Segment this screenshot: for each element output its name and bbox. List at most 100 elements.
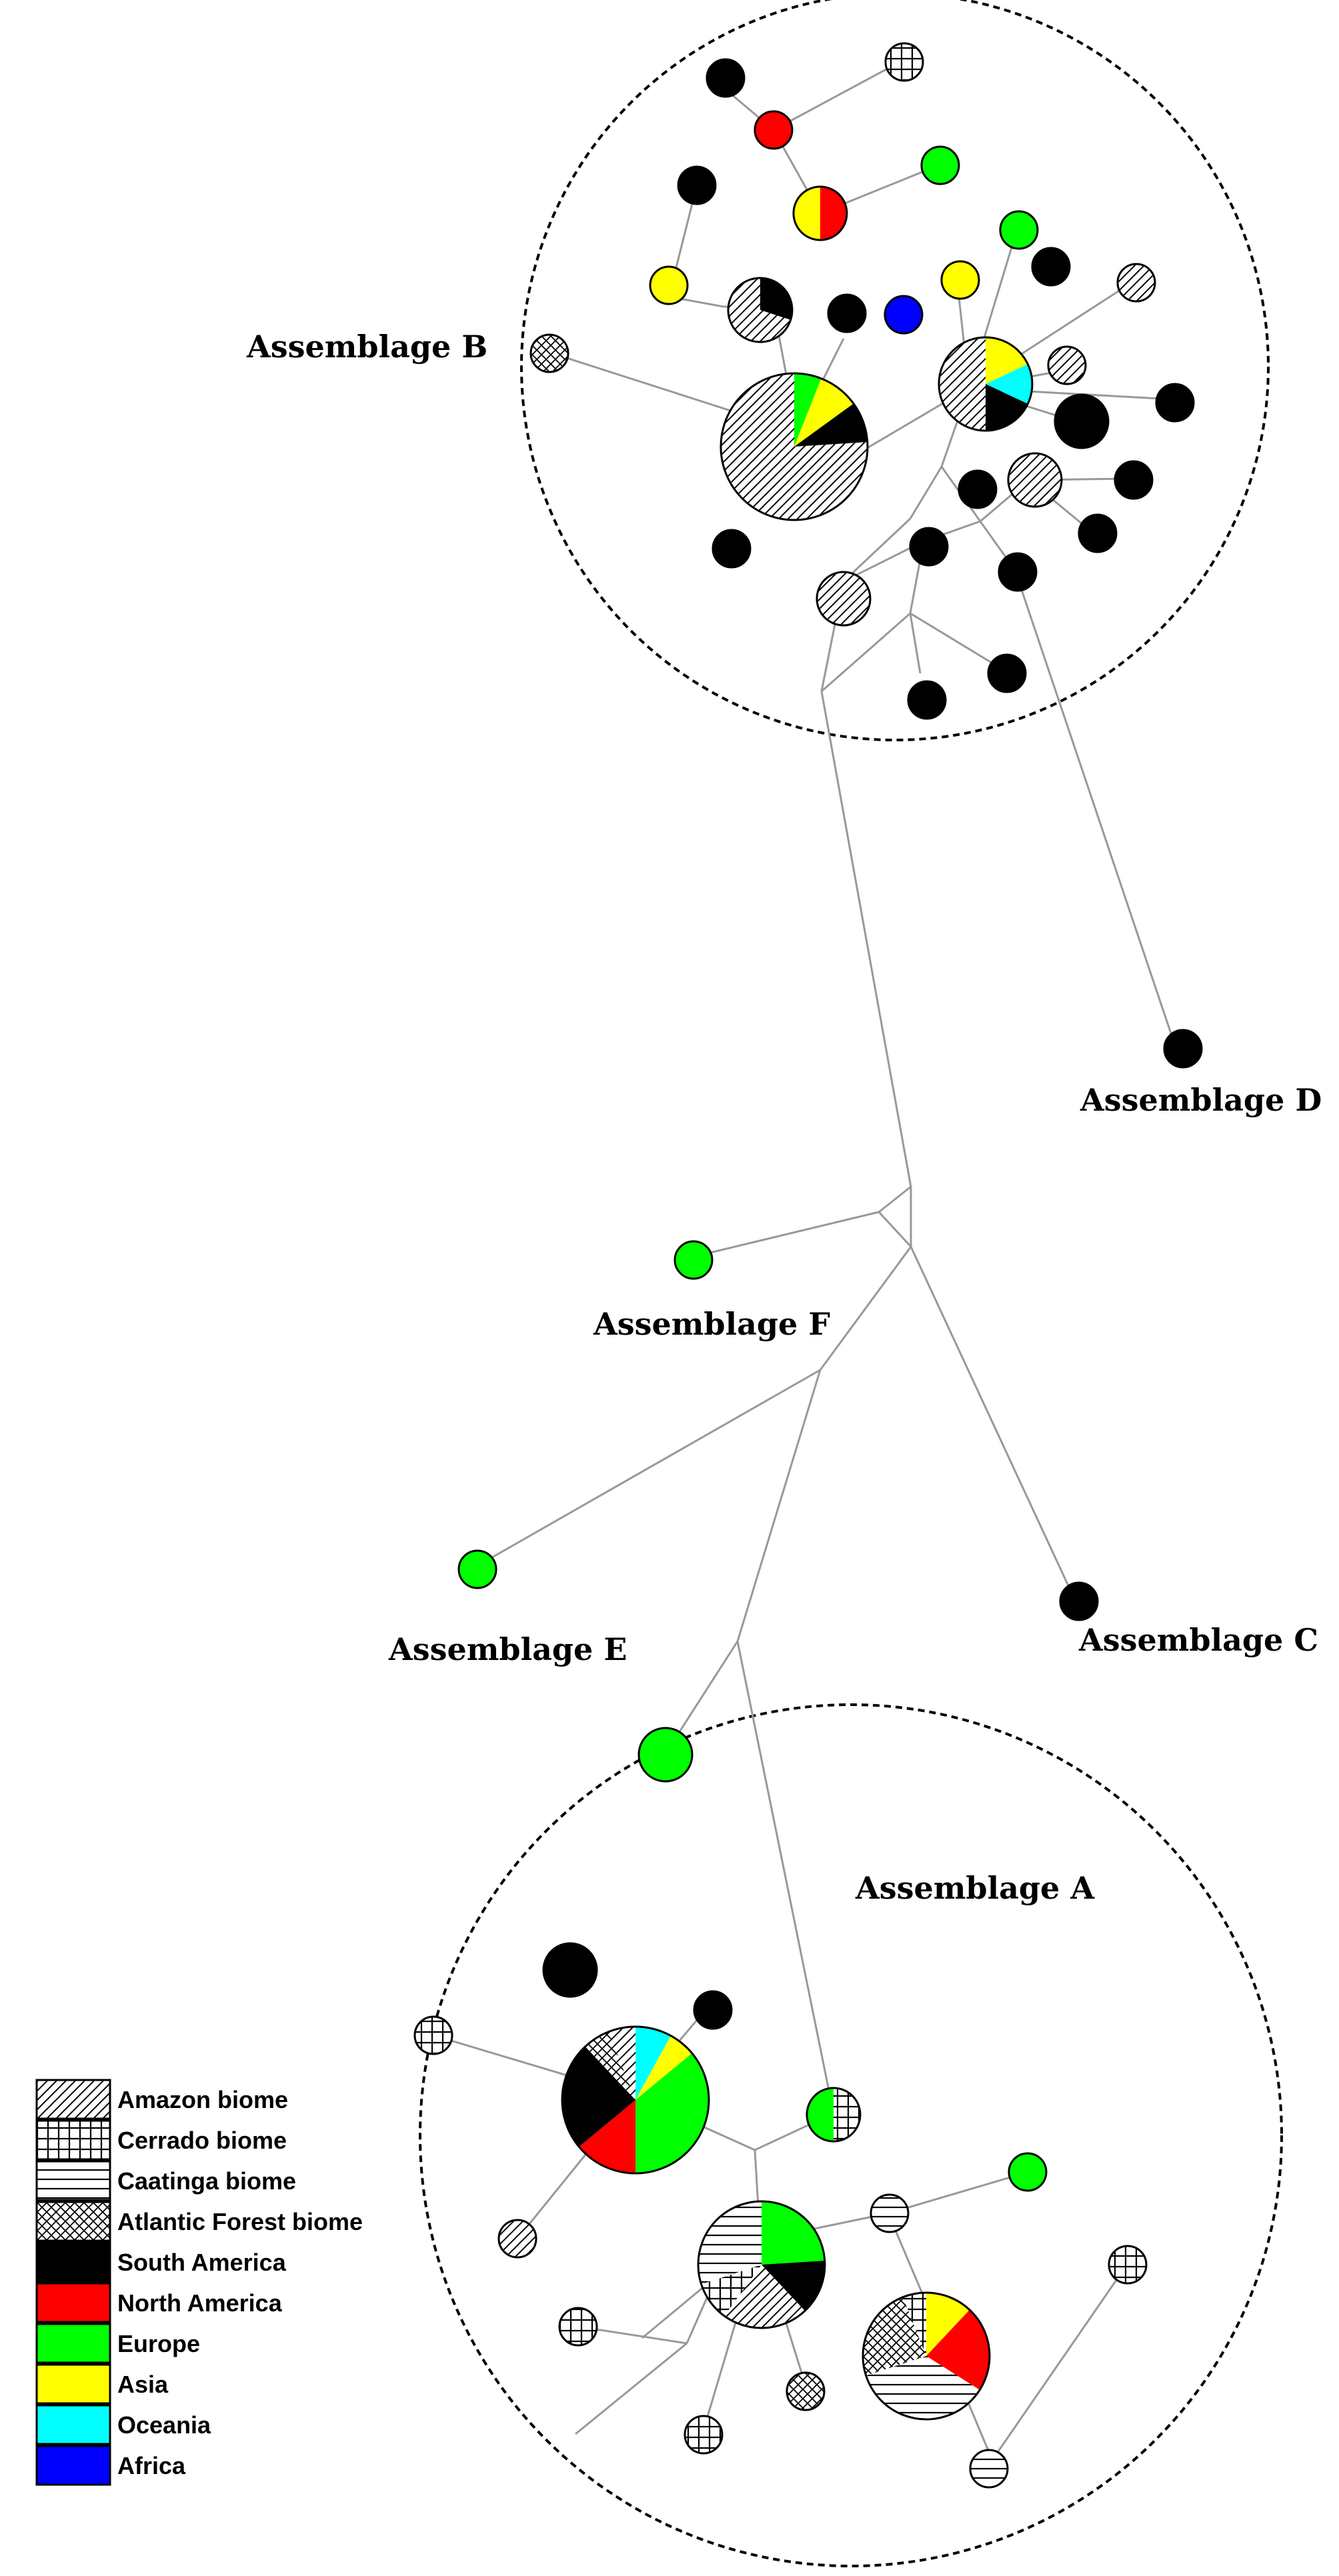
haplotype-node (1108, 2245, 1148, 2285)
haplotype-node-fill (674, 1240, 714, 1280)
haplotype-slice (721, 373, 868, 520)
haplotype-slice (762, 2201, 825, 2265)
legend-swatch-oceania (35, 2404, 111, 2445)
haplotype-node-outline (727, 277, 794, 343)
haplotype-node-fill (909, 527, 949, 567)
haplotype-node (754, 110, 794, 150)
network-edge (842, 517, 912, 583)
network-edge (910, 1246, 1076, 1601)
haplotype-node (1078, 513, 1118, 553)
legend-swatch-europe (35, 2323, 111, 2364)
haplotype-node (413, 2015, 453, 2055)
legend-swatch-caatinga (35, 2160, 111, 2201)
network-edge (693, 1211, 880, 1258)
legend-label-asia: Asia (117, 2371, 169, 2398)
label-assemblage-f: Assemblage F (593, 1306, 830, 1342)
haplotype-node-fill (1059, 1581, 1099, 1621)
haplotype-node-fill (684, 2415, 724, 2455)
network-edge (736, 1641, 835, 2114)
haplotype-slice (820, 187, 847, 240)
haplotype-node-fill (677, 165, 717, 205)
haplotype-node (1116, 263, 1156, 303)
haplotype-node-fill (1114, 460, 1154, 500)
haplotype-node-fill (940, 260, 980, 300)
haplotype-slice (986, 384, 1028, 431)
haplotype-node (862, 2291, 991, 2421)
haplotype-node-fill (884, 42, 924, 82)
haplotype-slice (728, 278, 791, 342)
haplotype-node (561, 2025, 710, 2175)
label-assemblage-a: Assemblage A (855, 1870, 1095, 1906)
haplotype-node (827, 293, 867, 333)
haplotype-node (706, 58, 746, 98)
haplotype-node (987, 653, 1027, 693)
haplotype-node (1008, 2152, 1048, 2192)
haplotype-node-fill (999, 210, 1039, 250)
haplotype-node (816, 571, 872, 627)
label-assemblage-c: Assemblage C (1078, 1622, 1318, 1658)
haplotype-node (674, 1240, 714, 1280)
haplotype-node (958, 469, 998, 509)
network-edge (888, 2171, 1029, 2215)
legend-label-europe: Europe (117, 2330, 200, 2357)
haplotype-slice (724, 2265, 806, 2329)
network-edge (820, 691, 912, 1187)
haplotype-node-fill (1078, 513, 1118, 553)
legend-swatch-africa (35, 2445, 111, 2486)
network-edge (878, 1211, 912, 1248)
legend-swatch-south_america (35, 2241, 111, 2283)
haplotype-node-fill (558, 2307, 598, 2347)
haplotype-node-fill (706, 58, 746, 98)
network-edge (819, 1246, 912, 1371)
legend-label-north_america: North America (117, 2289, 283, 2317)
network-edge (878, 1185, 912, 1213)
haplotype-slice (794, 378, 854, 447)
network-edge (773, 59, 904, 131)
network-nodes (413, 42, 1203, 2489)
haplotype-node-fill (884, 295, 924, 335)
haplotype-node-outline (938, 336, 1034, 432)
haplotype-node-fill (987, 653, 1027, 693)
network-edge (821, 612, 911, 693)
haplotype-slice (986, 364, 1032, 404)
haplotype-node (558, 2307, 598, 2347)
haplotype-node-fill (1108, 2245, 1148, 2285)
haplotype-node-fill (827, 293, 867, 333)
legend-label-cerrado: Cerrado biome (117, 2127, 287, 2154)
haplotype-node-fill (529, 333, 569, 373)
legend-swatch-cerrado (35, 2119, 111, 2161)
assemblage-a-boundary (419, 1703, 1283, 2567)
haplotype-node (1155, 383, 1195, 423)
haplotype-node (1059, 1581, 1099, 1621)
haplotype-slice (562, 2046, 635, 2147)
haplotype-node (1031, 247, 1071, 287)
haplotype-slice (608, 2026, 635, 2100)
haplotype-node-fill (958, 469, 998, 509)
haplotype-slice (866, 2356, 980, 2420)
haplotype-node (1007, 452, 1063, 508)
haplotype-node-outline (561, 2025, 710, 2175)
haplotype-node-fill (1116, 263, 1156, 303)
haplotype-node-outline (697, 2200, 826, 2329)
network-edge (991, 2264, 1128, 2461)
haplotype-node-fill (786, 2371, 826, 2411)
network-edge (909, 613, 922, 674)
haplotype-slice (701, 2265, 762, 2316)
haplotype-node (786, 2371, 826, 2411)
haplotype-slice (834, 2088, 860, 2141)
haplotype-node (969, 2449, 1009, 2489)
haplotype-node (909, 527, 949, 567)
legend-label-caatinga: Caatinga biome (117, 2167, 296, 2195)
haplotype-slice (794, 187, 820, 240)
label-assemblage-b: Assemblage B (246, 329, 487, 365)
haplotype-node (884, 295, 924, 335)
haplotype-slice (903, 2293, 926, 2356)
label-assemblage-e: Assemblage E (388, 1631, 627, 1667)
haplotype-node-fill (649, 265, 689, 305)
haplotype-slice (698, 2201, 762, 2285)
network-edge (473, 1369, 821, 1569)
haplotype-node-fill (969, 2449, 1009, 2489)
haplotype-node-fill (816, 571, 872, 627)
